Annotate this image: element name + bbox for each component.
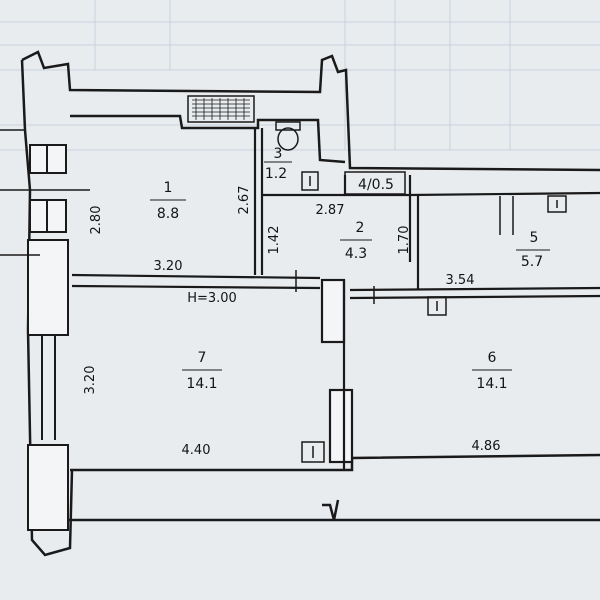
room-5-number: 5 — [530, 230, 539, 246]
room-4-outline — [344, 171, 406, 195]
outer-walls — [20, 50, 600, 557]
dim-room2-left: 1.42 — [267, 226, 282, 255]
room-2-area: 4.3 — [345, 246, 367, 262]
central-column — [320, 278, 354, 470]
room-3-number: 3 — [274, 146, 283, 162]
room-1-area: 8.8 — [157, 206, 179, 222]
room-5-area: 5.7 — [521, 254, 543, 270]
room-3-area: 1.2 — [265, 166, 287, 182]
ceiling-height-label: H=3.00 — [187, 291, 237, 306]
room-6-area: 14.1 — [476, 376, 507, 392]
dim-room5-width: 3.54 — [446, 273, 475, 288]
room-2-number: 2 — [356, 220, 365, 236]
left-window-openings — [27, 144, 69, 531]
utility-box-icons — [301, 171, 567, 463]
door-marks — [295, 196, 514, 304]
room-7-area: 14.1 — [186, 376, 217, 392]
room-6-number: 6 — [488, 350, 497, 366]
room-7-number: 7 — [198, 350, 207, 366]
dim-room1-width: 3.20 — [154, 259, 183, 274]
room-1-number: 1 — [164, 180, 173, 196]
dim-room2-right: 1.70 — [397, 226, 412, 255]
dim-room7-height: 3.20 — [83, 366, 98, 395]
dim-room2-top: 2.87 — [316, 203, 345, 218]
dim-room6-width: 4.86 — [472, 439, 501, 454]
room-4-label: 4/0.5 — [358, 177, 394, 193]
dim-room1-height: 2.80 — [89, 206, 104, 235]
dim-room3-height: 2.67 — [237, 186, 252, 215]
background-grid — [0, 0, 600, 151]
vent-grille — [187, 95, 255, 123]
dim-room7-width: 4.40 — [182, 443, 211, 458]
toilet-icon — [275, 121, 301, 151]
inner-walls — [71, 128, 600, 300]
left-reference-lines — [0, 129, 90, 256]
